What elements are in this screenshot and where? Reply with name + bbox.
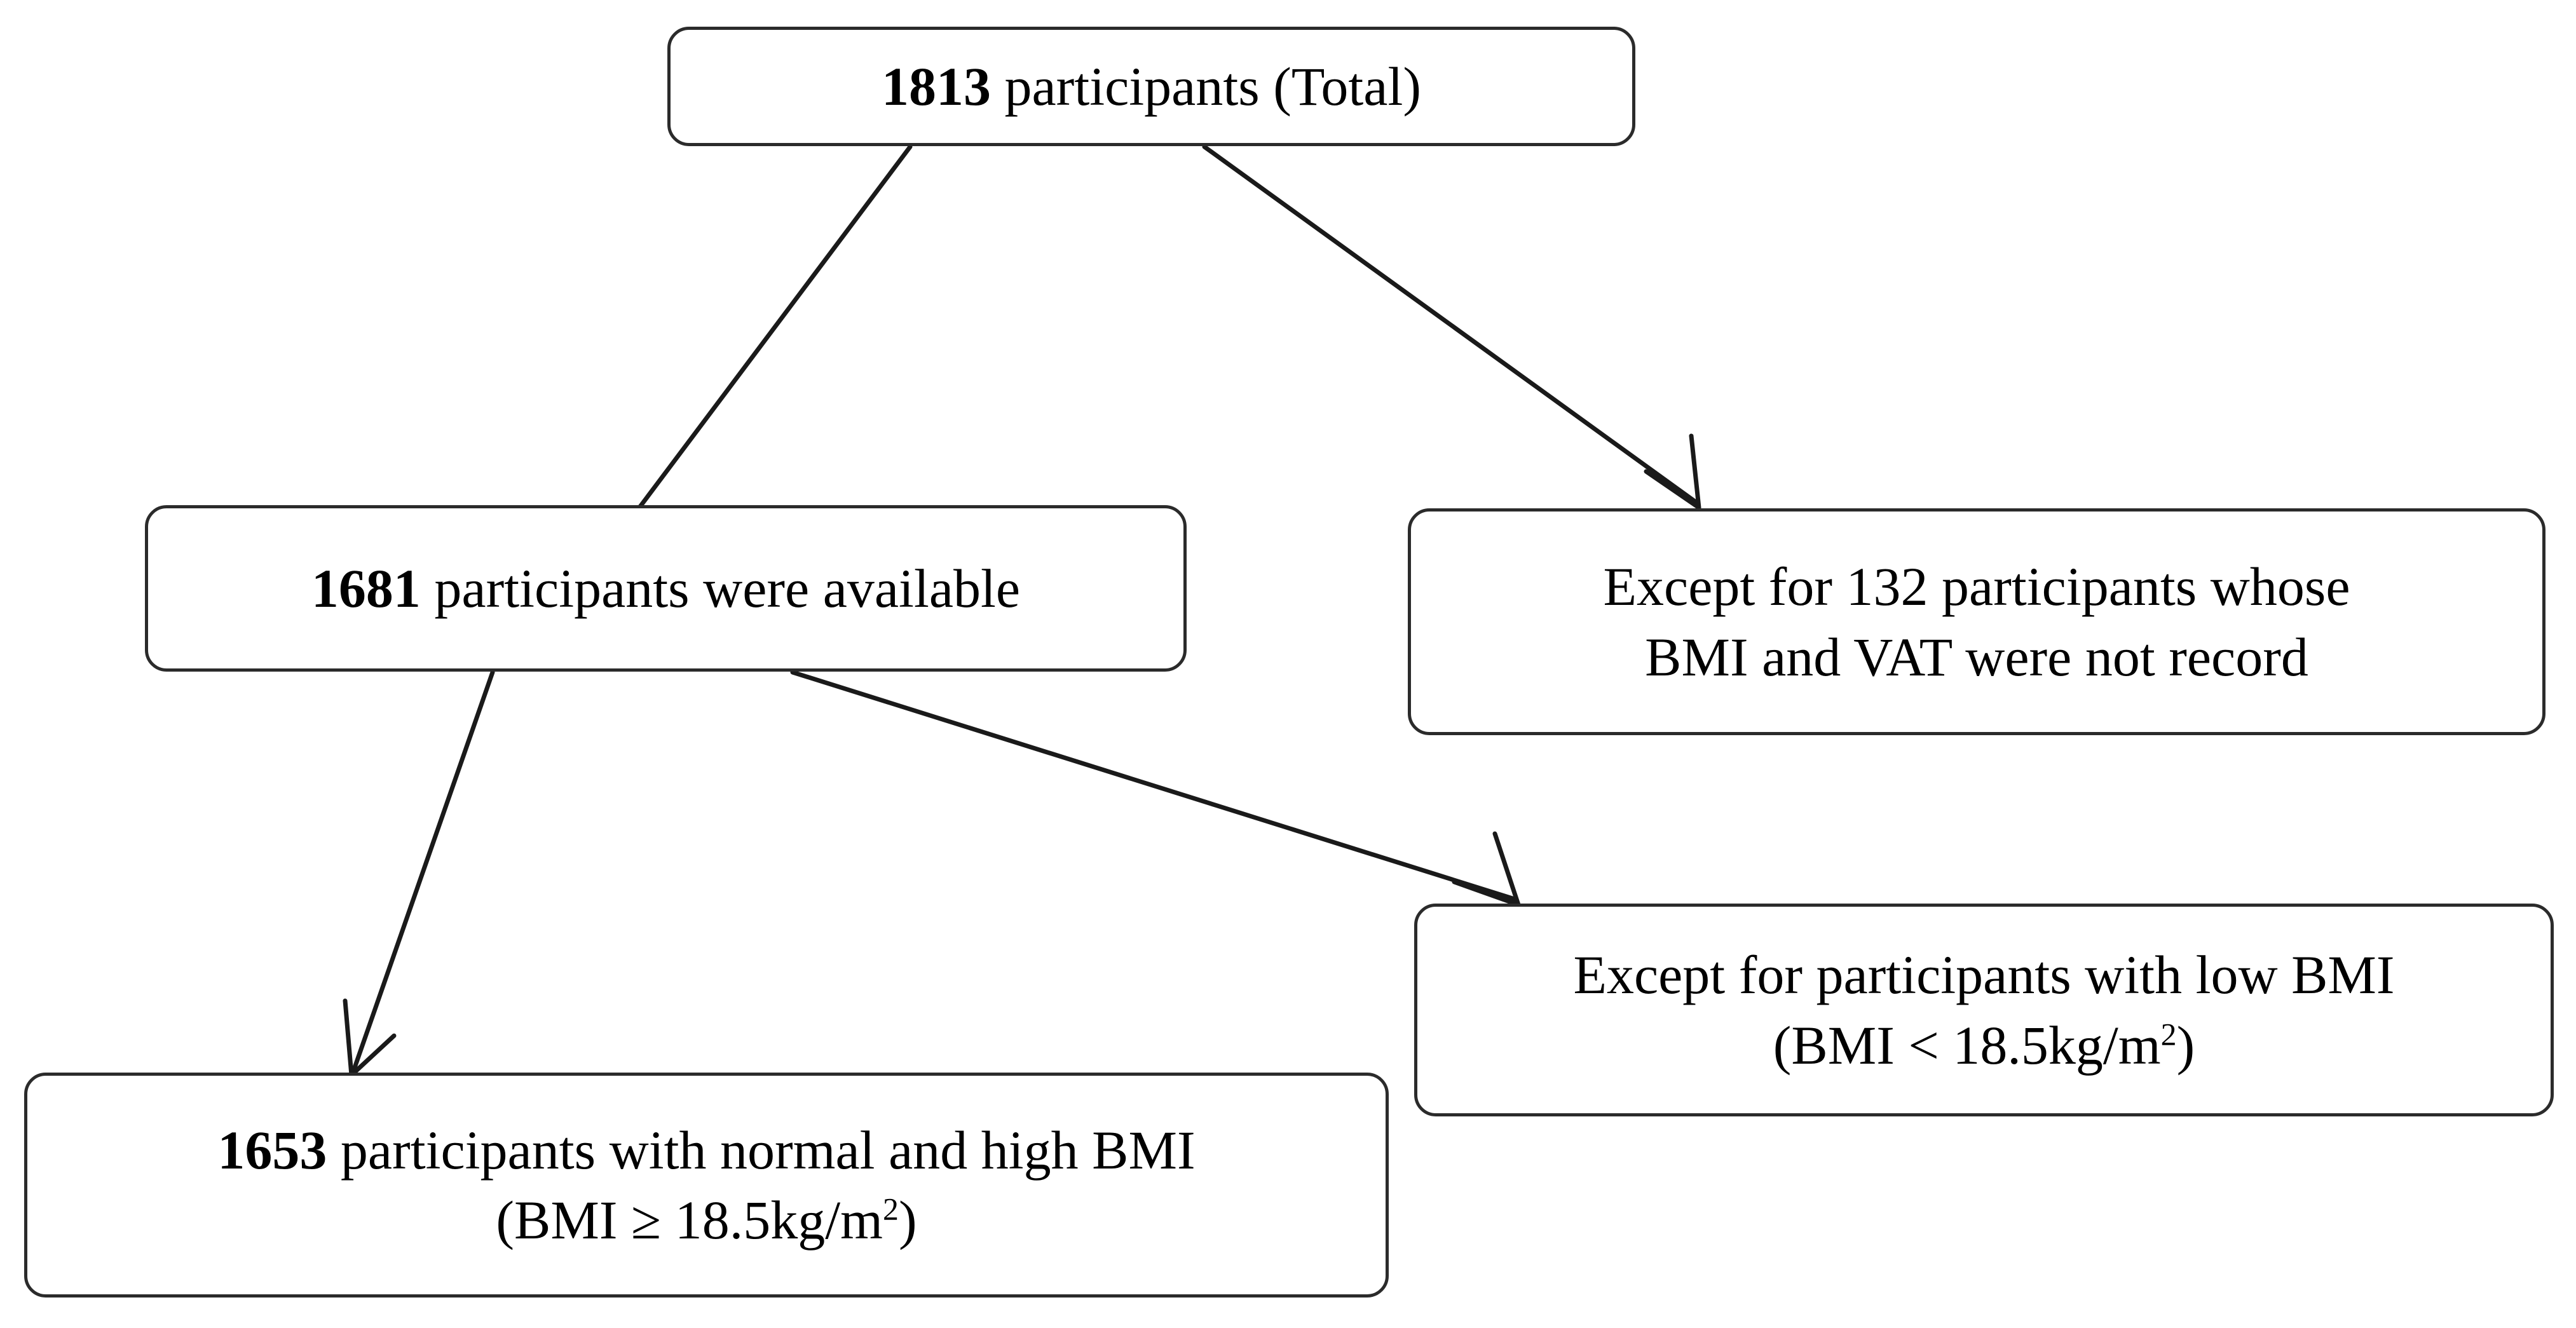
- final-cohort-tail: ): [898, 1189, 917, 1250]
- arrow-total-to-excluded-record: [1202, 144, 1701, 510]
- total-count: 1813: [882, 55, 992, 117]
- excluded-low-bmi-line-1: Except for participants with low BMI: [1573, 944, 2395, 1006]
- arrow-total-to-available: [596, 144, 913, 568]
- final-cohort-threshold: (BMI ≥ 18.5kg/m: [496, 1189, 883, 1250]
- total-participants-text: 1813 participants (Total): [671, 51, 1632, 121]
- arrow-available-to-final: [343, 670, 495, 1078]
- excluded-low-bmi-superscript: 2: [2160, 1016, 2177, 1052]
- excluded-low-bmi-line-2: (BMI < 18.5kg/m2): [1443, 1010, 2525, 1080]
- excluded-missing-record-box: Except for 132 participants whose BMI an…: [1408, 508, 2545, 735]
- available-label: participants were available: [420, 557, 1021, 619]
- excluded-low-bmi-tail: ): [2176, 1014, 2195, 1076]
- available-count: 1681: [311, 557, 421, 619]
- available-participants-line-1: 1681 participants were available: [174, 553, 1158, 623]
- total-participants-line-1: 1813 participants (Total): [696, 51, 1607, 121]
- excluded-low-bmi-box: Except for participants with low BMI (BM…: [1414, 904, 2554, 1116]
- final-count: 1653: [217, 1119, 327, 1181]
- excluded-missing-record-line-1: Except for 132 participants whose: [1603, 556, 2350, 618]
- final-label: participants with normal and high BMI: [327, 1119, 1196, 1181]
- excluded-missing-record-text: Except for 132 participants whose BMI an…: [1411, 552, 2542, 691]
- final-cohort-box: 1653 participants with normal and high B…: [24, 1073, 1389, 1298]
- available-participants-box: 1681 participants were available: [145, 505, 1187, 672]
- available-participants-text: 1681 participants were available: [148, 553, 1183, 623]
- excluded-low-bmi-threshold: (BMI < 18.5kg/m: [1773, 1014, 2161, 1076]
- excluded-low-bmi-text: Except for participants with low BMI (BM…: [1417, 940, 2551, 1080]
- final-cohort-text: 1653 participants with normal and high B…: [27, 1115, 1386, 1255]
- total-label: participants (Total): [991, 55, 1421, 117]
- final-cohort-line-1: 1653 participants with normal and high B…: [53, 1115, 1360, 1185]
- final-cohort-superscript: 2: [883, 1191, 899, 1227]
- excluded-missing-record-line-2: BMI and VAT were not record: [1645, 626, 2308, 688]
- total-participants-box: 1813 participants (Total): [667, 27, 1635, 146]
- final-cohort-line-2: (BMI ≥ 18.5kg/m2): [53, 1185, 1360, 1255]
